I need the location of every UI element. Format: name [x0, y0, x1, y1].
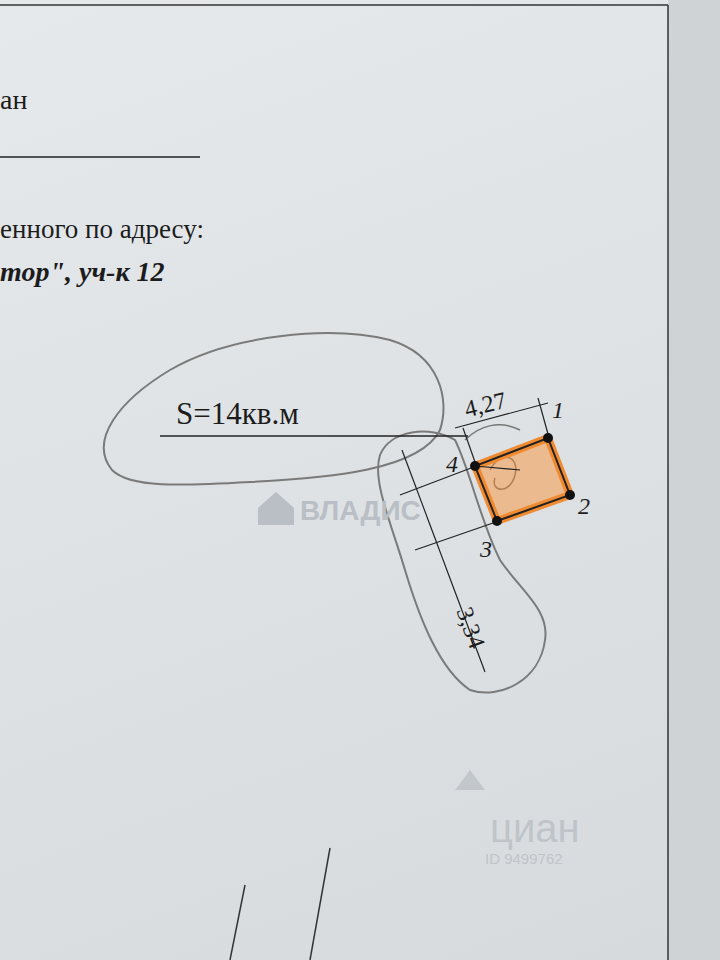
frame-line	[667, 5, 669, 960]
point-number: 2	[578, 494, 590, 518]
dimension-label: 3,34	[452, 604, 489, 652]
corner-point	[492, 516, 502, 526]
frame-line	[0, 4, 668, 6]
address-text: енного по адресу:	[0, 216, 204, 243]
watermark-icon	[455, 770, 485, 790]
extension-line	[463, 428, 475, 462]
watermark: ВЛАДИС	[300, 497, 421, 525]
dimension-label: 4,27	[462, 388, 509, 421]
pencil-line	[310, 848, 330, 960]
watermark: циан	[490, 808, 580, 848]
pencil-line	[230, 885, 245, 960]
leader-line	[160, 435, 468, 437]
pencil-outline	[104, 333, 444, 484]
plot-rect	[475, 438, 570, 521]
watermark: ID 9499762	[485, 851, 563, 866]
corner-point	[543, 433, 553, 443]
heading-fragment: ан	[0, 86, 27, 114]
area-label: S=14кв.м	[176, 398, 299, 429]
point-number: 4	[446, 452, 458, 476]
watermark-icon	[258, 492, 294, 525]
pencil-line	[475, 466, 520, 470]
address-text: тор", уч-к 12	[0, 258, 165, 286]
watermark-icon	[258, 492, 294, 525]
highlight-rect	[475, 438, 570, 521]
point-number: 1	[552, 398, 564, 422]
corner-point	[565, 490, 575, 500]
corner-point	[470, 461, 480, 471]
underline	[0, 156, 200, 158]
paper-margin	[668, 0, 720, 960]
point-number: 3	[480, 537, 492, 561]
